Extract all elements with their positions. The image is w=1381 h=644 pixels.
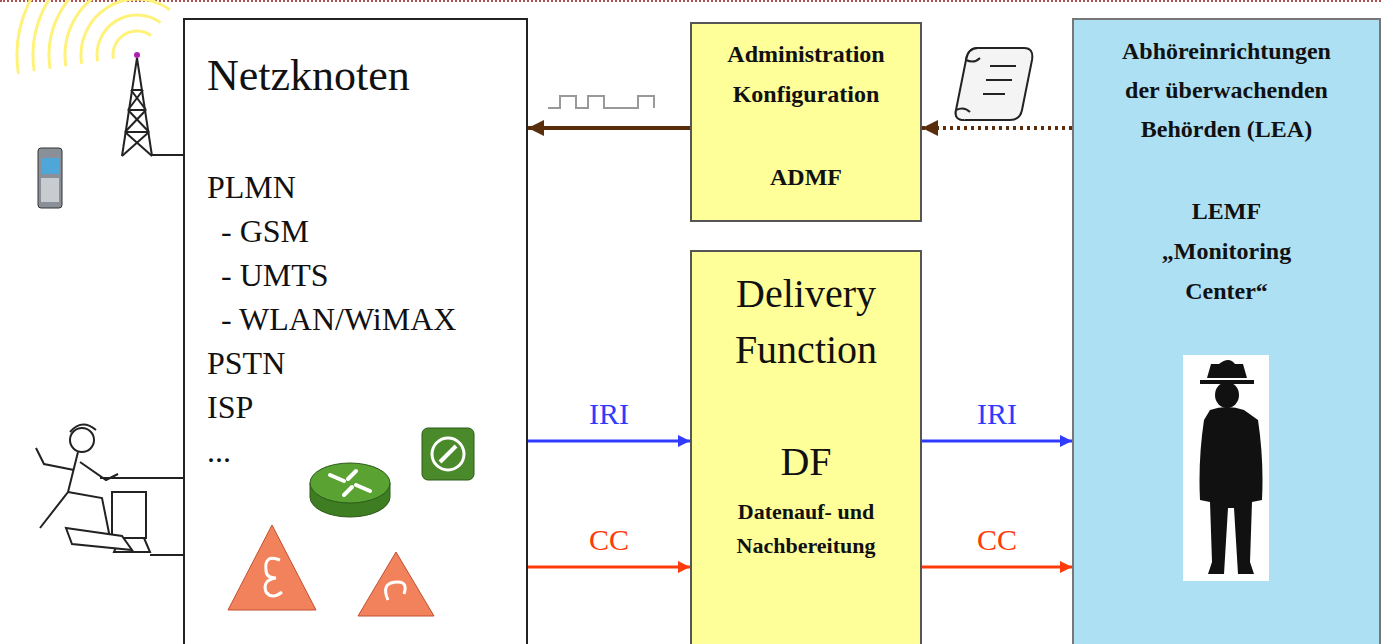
antenna-tower-part: [131, 90, 146, 110]
delivery-function-box: Delivery FunctionDFDatenauf- und Nachber…: [690, 250, 922, 644]
node-heading: Netzknoten: [207, 50, 516, 102]
antenna-tower-part: [122, 58, 137, 156]
lea-panel: Abhöreinrichtungen der überwachenden Beh…: [1072, 18, 1381, 644]
node-heading: Delivery Function: [702, 266, 910, 378]
connector-arrow: [528, 126, 690, 130]
antenna-tower-part: [128, 90, 143, 110]
mobile-phone: [38, 148, 62, 208]
signal-label: CC: [589, 523, 629, 557]
user-at-computer: [36, 424, 184, 555]
document-scroll: [956, 48, 1033, 120]
user-at-computer-part: [36, 448, 74, 470]
network-node-box: NetzknotenPLMN- GSM- UMTS- WLAN/WiMAXPST…: [183, 18, 528, 644]
antenna-tower-part: [134, 52, 140, 58]
admin-function-box: Administration KonfigurationADMF: [690, 22, 922, 222]
radio-waves-part: [33, 0, 198, 71]
node-text: LEMF „Monitoring Center“: [1142, 191, 1312, 311]
signal-waveform-part: [548, 96, 654, 108]
node-text: Datenauf- und Nachbereitung: [702, 495, 910, 563]
user-at-computer-part: [150, 554, 184, 556]
node-text: - WLAN/WiMAX: [207, 297, 516, 341]
node-text: DF: [702, 434, 910, 490]
user-at-computer-part: [70, 428, 94, 452]
page-border: [0, 0, 1381, 2]
antenna-tower: [122, 52, 184, 156]
node-text: PSTN: [207, 341, 516, 385]
user-at-computer-part: [70, 424, 96, 432]
connector-arrow: [922, 126, 1072, 130]
radio-waves-part: [65, 0, 179, 66]
node-text: ADMF: [704, 157, 908, 197]
user-at-computer-part: [114, 538, 150, 552]
mobile-phone-part: [41, 158, 59, 174]
signal-waveform: [548, 96, 654, 108]
node-text: ISP: [207, 385, 516, 429]
radio-waves-part: [97, 15, 161, 61]
user-at-computer-part: [40, 452, 78, 528]
user-at-computer-part: [80, 462, 118, 480]
connector-arrow: [528, 440, 690, 443]
document-scroll-part: [966, 48, 980, 62]
node-heading: Administration Konfiguration: [704, 34, 908, 114]
radio-waves-part: [49, 0, 189, 69]
radio-waves-part: [113, 31, 151, 59]
document-scroll-part: [956, 108, 970, 120]
user-at-computer-part: [68, 492, 110, 538]
signal-label: IRI: [977, 397, 1017, 431]
signal-label: CC: [977, 523, 1017, 557]
node-heading: Abhöreinrichtungen der überwachenden Beh…: [1102, 32, 1351, 149]
user-at-computer-part: [66, 528, 132, 550]
node-text: - GSM: [207, 209, 516, 253]
signal-label: IRI: [589, 397, 629, 431]
antenna-tower-part: [125, 110, 146, 132]
radio-waves: [17, 0, 208, 74]
user-at-computer-part: [112, 492, 146, 538]
document-scroll-part: [956, 48, 1033, 120]
node-text: ...: [207, 429, 516, 473]
antenna-tower-part: [152, 154, 184, 156]
node-text: PLMN: [207, 165, 516, 209]
antenna-tower-part: [125, 131, 149, 133]
connector-arrow: [922, 440, 1072, 443]
radio-waves-part: [17, 0, 208, 74]
mobile-phone-part: [41, 178, 59, 202]
antenna-tower-part: [137, 58, 152, 156]
antenna-tower-part: [122, 132, 149, 156]
node-text: - UMTS: [207, 253, 516, 297]
antenna-tower-part: [125, 132, 152, 156]
antenna-tower-part: [131, 89, 143, 91]
radio-waves-part: [81, 0, 170, 64]
antenna-tower-part: [128, 109, 146, 111]
document-scroll-part: [983, 66, 1016, 94]
connector-arrow: [528, 566, 690, 569]
user-at-computer-part: [100, 477, 184, 479]
mobile-phone-part: [38, 148, 62, 208]
connector-arrow: [922, 566, 1072, 569]
antenna-tower-part: [128, 110, 149, 132]
